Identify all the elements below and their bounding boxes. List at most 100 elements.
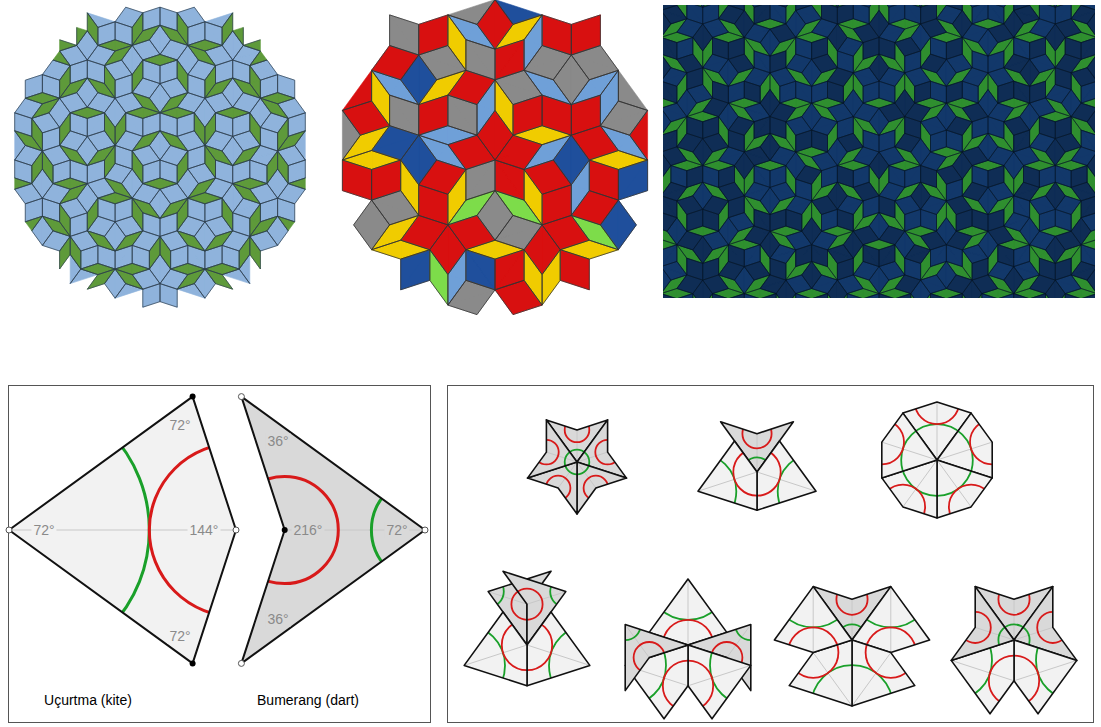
- axis-line: [577, 430, 578, 462]
- axis-line: [464, 645, 527, 665]
- dart-tile: [951, 587, 1014, 661]
- vertex-ring: [6, 527, 12, 533]
- tile-fill: [663, 5, 1095, 298]
- axis-line: [813, 653, 852, 706]
- axis-line: [890, 587, 891, 653]
- axis-line: [882, 442, 937, 460]
- tile-fill: [15, 7, 306, 307]
- vertex-dot: [190, 660, 196, 666]
- axis-line: [852, 653, 891, 706]
- kite-outline: [852, 587, 930, 653]
- kite-outline: [688, 645, 751, 719]
- dart-tile: [241, 397, 425, 664]
- axis-line: [577, 452, 608, 462]
- tile-edges: [663, 5, 1095, 298]
- kite-outline: [649, 579, 727, 645]
- angle-label: 72°: [31, 522, 56, 538]
- tile-edges: [342, 0, 647, 315]
- kite-outline: [464, 612, 527, 686]
- axis-line: [1014, 660, 1077, 680]
- kite-tile: [852, 587, 930, 653]
- kite-outline: [937, 460, 992, 518]
- axis-line: [757, 434, 758, 472]
- angle-label: 216°: [292, 522, 325, 538]
- vertex-figure: [910, 584, 1101, 714]
- kite-tile: [852, 640, 915, 706]
- marking-arc: [0, 390, 149, 671]
- axis-line: [625, 625, 649, 658]
- texture-tiling: [663, 5, 1095, 298]
- marking-arc: [371, 476, 478, 583]
- vertex-figure: [660, 419, 855, 529]
- tile-fill: [342, 0, 647, 315]
- axis-line: [688, 579, 689, 645]
- kite-outline: [9, 397, 236, 664]
- vertex-figure: [423, 571, 630, 706]
- kite-outline: [774, 587, 852, 653]
- dart-outline: [625, 625, 688, 691]
- angle-label: 72°: [167, 417, 192, 433]
- kite-tile: [698, 441, 757, 510]
- kite-tile: [688, 645, 751, 719]
- axis-line: [852, 599, 853, 640]
- kite-tile: [757, 441, 816, 510]
- tile-edges: [15, 7, 306, 307]
- angle-label: 36°: [265, 433, 290, 449]
- kite-outline: [882, 413, 937, 478]
- kite-tile: [527, 612, 590, 686]
- axis-line: [951, 660, 1014, 680]
- kite-tile: [649, 579, 727, 645]
- dart-outline: [241, 397, 425, 664]
- marking-arc: [231, 476, 338, 583]
- vertex-ring: [238, 394, 244, 400]
- dart-tile: [528, 420, 578, 478]
- kite-tile: [9, 397, 236, 664]
- axis-line: [937, 460, 971, 507]
- kite-outline: [527, 612, 590, 686]
- kite-dart-figure: [0, 390, 479, 671]
- axis-line: [527, 592, 566, 605]
- dart-outline: [577, 462, 627, 514]
- axis-line: [546, 452, 577, 462]
- kite-outline: [757, 441, 816, 510]
- vertex-ring: [238, 660, 244, 666]
- dart-outline: [951, 587, 1014, 661]
- kite-tile: [882, 413, 937, 478]
- frame: [448, 386, 1094, 723]
- vertex-figure: [528, 418, 627, 514]
- tile-fill: [342, 0, 647, 315]
- frame: [9, 386, 431, 723]
- axis-line: [1014, 627, 1053, 640]
- axis-line: [937, 442, 992, 460]
- tile-fill: [663, 5, 1095, 298]
- kite-outline: [698, 441, 757, 510]
- axis-line: [698, 472, 757, 491]
- kite-outline: [852, 640, 915, 706]
- kite-tile: [464, 612, 527, 686]
- dart-tile: [625, 625, 688, 691]
- axis-line: [813, 587, 814, 653]
- angle-label: 72°: [384, 522, 409, 538]
- dart-outline: [528, 420, 578, 478]
- vertex-figure: [584, 538, 791, 719]
- axis-line: [527, 645, 590, 665]
- kite-outline: [1014, 640, 1077, 714]
- axis-line: [757, 472, 816, 491]
- vertex-dot: [190, 394, 196, 400]
- kite-tile: [937, 460, 992, 518]
- axis-line: [1014, 599, 1015, 640]
- rhombus-tiling: [15, 7, 306, 307]
- vertex-figure: [772, 546, 931, 727]
- vertex-figures: [423, 380, 1101, 727]
- angle-label: 36°: [265, 611, 290, 627]
- tile-caption: Uçurtma (kite): [42, 692, 134, 708]
- axis-line: [688, 665, 751, 685]
- tile-caption: Bumerang (dart): [255, 692, 361, 708]
- kite-tile: [774, 587, 852, 653]
- vertex-ring: [422, 527, 428, 533]
- vertex-figure: [860, 380, 1015, 529]
- tile-fill: [430, 191, 619, 306]
